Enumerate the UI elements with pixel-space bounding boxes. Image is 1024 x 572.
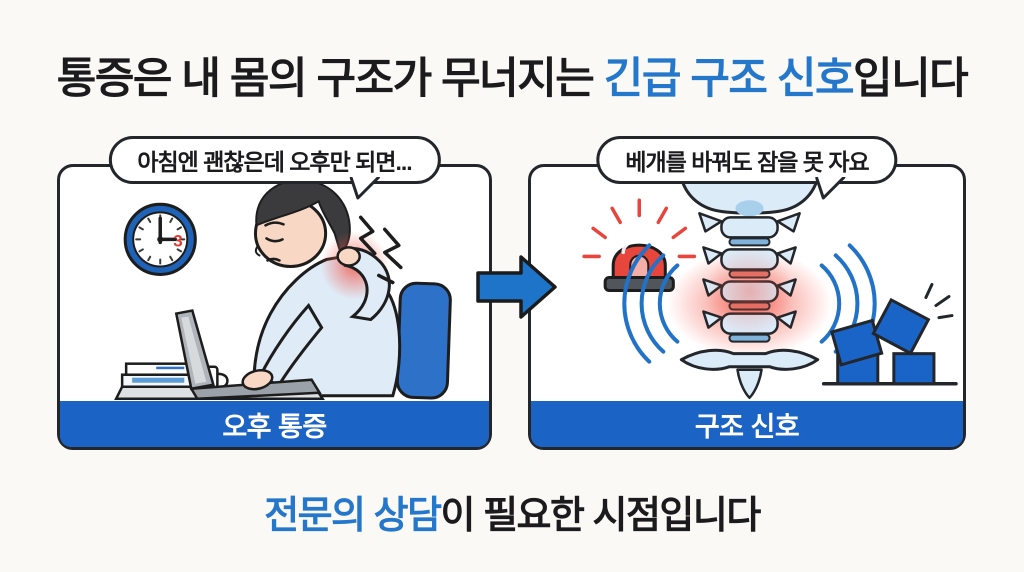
office-chair-icon [395, 281, 452, 400]
speech-bubble-left: 아침엔 괜찮은데 오후만 되면... [108, 136, 441, 200]
spine-pain-glow-overlay [705, 247, 794, 336]
typing-hand [241, 368, 274, 391]
footer-suffix: 이 필요한 시점입니다 [440, 495, 762, 537]
caption-left-text: 오후 통증 [222, 411, 327, 442]
speech-bubble-left-text: 아침엔 괜찮은데 오후만 되면... [137, 149, 412, 175]
man-neck-pain-illustration [252, 179, 402, 398]
signal-waves-icon [622, 243, 877, 364]
pain-flash-icon [358, 215, 403, 285]
caption-right-text: 구조 신호 [694, 411, 800, 442]
collapsing-blocks-icon [821, 282, 958, 386]
panel-afternoon-pain: 아침엔 괜찮은데 오후만 되면... [57, 136, 492, 450]
caption-banner-right: 구조 신호 [531, 401, 963, 447]
impact-marks-icon [924, 282, 954, 320]
clock-3pm-icon: 3 [123, 202, 197, 276]
afternoon-pain-illustration: 3 [114, 179, 452, 401]
footer-message: 전문의 상담이 필요한 시점입니다 [0, 484, 1024, 539]
panel-rescue-signal: 베개를 바꿔도 잠을 못 자요 [528, 136, 966, 450]
title-prefix: 통증은 내 몸의 구조가 무너지는 [56, 55, 604, 103]
title-highlight: 긴급 구조 신호 [603, 55, 855, 103]
clock-number-3: 3 [173, 231, 182, 250]
footer-highlight: 전문의 상담 [264, 495, 442, 537]
speech-bubble-tail [814, 177, 845, 200]
emergency-siren-icon [582, 198, 697, 293]
arrow-right-icon [476, 255, 557, 319]
arm-holding-neck [336, 246, 391, 322]
speech-bubble-tail [349, 177, 380, 200]
caption-banner-left: 오후 통증 [60, 401, 489, 447]
rescue-signal-illustration [582, 167, 958, 400]
speech-bubble-right-text: 베개를 바꿔도 잠을 못 자요 [625, 149, 869, 175]
desk-illustration [114, 309, 325, 401]
speech-bubble-right: 베개를 바꿔도 잠을 못 자요 [596, 136, 898, 200]
title-suffix: 입니다 [853, 55, 969, 103]
books-icon [120, 362, 194, 388]
page-title: 통증은 내 몸의 구조가 무너지는 긴급 구조 신호입니다 [0, 44, 1024, 106]
